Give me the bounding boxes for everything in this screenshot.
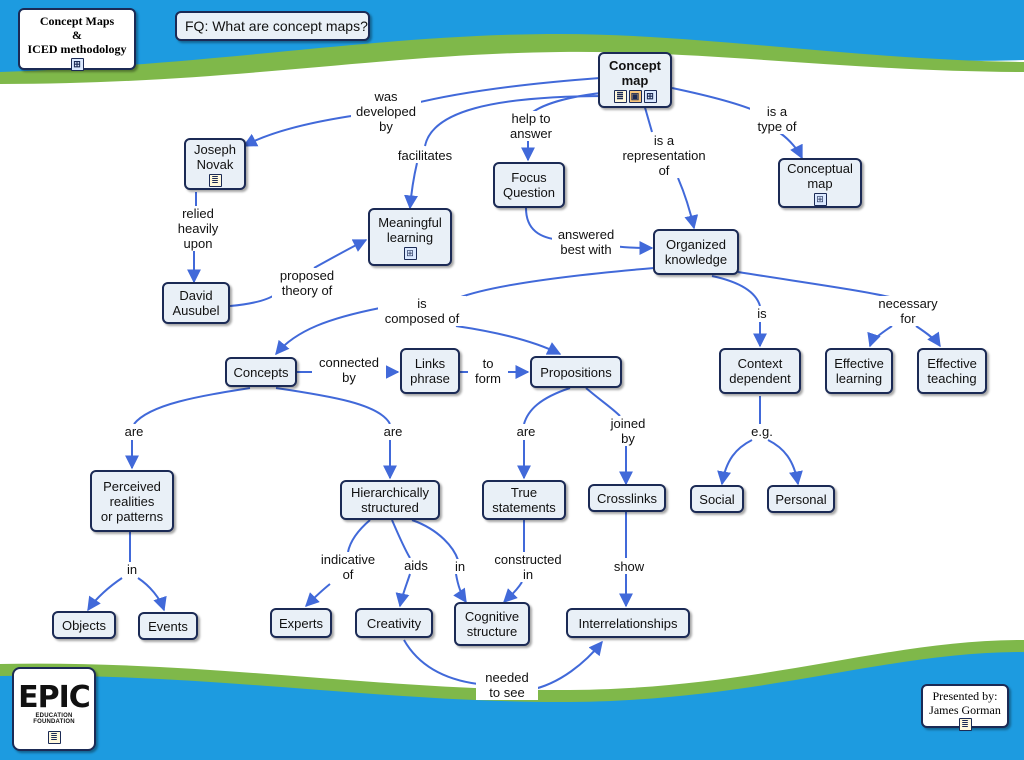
node-focus-question[interactable]: Focus Question xyxy=(493,162,565,208)
link-label: are xyxy=(510,424,542,439)
submap-icon[interactable]: ⊞ xyxy=(643,89,657,103)
link-label: is composed of xyxy=(378,296,466,326)
link-label: e.g. xyxy=(744,424,780,439)
node-joseph-novak[interactable]: Joseph Novak ≣ xyxy=(184,138,246,190)
document-icon[interactable]: ≣ xyxy=(47,731,61,744)
node-concepts[interactable]: Concepts xyxy=(225,357,297,387)
link-label: is a type of xyxy=(750,104,804,134)
link-label: help to answer xyxy=(503,111,559,141)
submap-icon[interactable]: ⊞ xyxy=(813,192,827,206)
logo-text: EPIC xyxy=(18,680,91,715)
node-effective-learning[interactable]: Effective learning xyxy=(825,348,893,394)
title-line-1: Concept Maps xyxy=(39,14,115,28)
node-objects[interactable]: Objects xyxy=(52,611,116,639)
link-label: facilitates xyxy=(390,148,460,163)
node-experts[interactable]: Experts xyxy=(270,608,332,638)
node-david-ausubel[interactable]: David Ausubel xyxy=(162,282,230,324)
link-label: was developed by xyxy=(351,89,421,134)
link-label: necessary for xyxy=(872,296,944,326)
focus-question-box: FQ: What are concept maps? xyxy=(175,11,370,41)
node-perceived-realities[interactable]: Perceived realities or patterns xyxy=(90,470,174,532)
link-label: to form xyxy=(468,356,508,386)
link-label: answered best with xyxy=(552,227,620,257)
logo-subtitle: EDUCATION FOUNDATION xyxy=(33,713,75,725)
node-interrelationships[interactable]: Interrelationships xyxy=(566,608,690,638)
node-concept-map[interactable]: Concept map ≣ ▣ ⊞ xyxy=(598,52,672,108)
title-line-2: & xyxy=(72,28,82,42)
link-label: needed to see xyxy=(476,670,538,700)
link-label: is xyxy=(750,306,774,321)
link-label: show xyxy=(608,559,650,574)
link-label: aids xyxy=(398,558,434,573)
link-label: joined by xyxy=(602,416,654,446)
node-true-statements[interactable]: True statements xyxy=(482,480,566,520)
node-propositions[interactable]: Propositions xyxy=(530,356,622,388)
link-label: are xyxy=(118,424,150,439)
presenter-name: James Gorman xyxy=(929,703,1001,717)
node-context-dependent[interactable]: Context dependent xyxy=(719,348,801,394)
node-conceptual-map[interactable]: Conceptual map ⊞ xyxy=(778,158,862,208)
node-creativity[interactable]: Creativity xyxy=(355,608,433,638)
node-cognitive-structure[interactable]: Cognitive structure xyxy=(454,602,530,646)
node-social[interactable]: Social xyxy=(690,485,744,513)
link-label: indicative of xyxy=(312,552,384,582)
link-label: in xyxy=(448,559,472,574)
node-meaningful-learning[interactable]: Meaningful learning ⊞ xyxy=(368,208,452,266)
title-box: Concept Maps & ICED methodology ⊞ xyxy=(18,8,136,71)
node-links-phrase[interactable]: Links phrase xyxy=(400,348,460,394)
link-label: constructed in xyxy=(486,552,570,582)
link-label: connected by xyxy=(312,355,386,385)
node-personal[interactable]: Personal xyxy=(767,485,835,513)
epic-logo: EPIC EDUCATION FOUNDATION ≣ xyxy=(12,667,96,751)
document-icon[interactable]: ≣ xyxy=(958,718,972,731)
link-label: proposed theory of xyxy=(272,268,342,298)
link-label: are xyxy=(377,424,409,439)
link-label: is a representation of xyxy=(614,133,714,178)
document-icon[interactable]: ≣ xyxy=(613,89,627,103)
document-icon[interactable]: ≣ xyxy=(208,173,222,187)
node-events[interactable]: Events xyxy=(138,612,198,640)
node-effective-teaching[interactable]: Effective teaching xyxy=(917,348,987,394)
presenter-box: Presented by: James Gorman ≣ xyxy=(921,684,1009,731)
node-organized-knowledge[interactable]: Organized knowledge xyxy=(653,229,739,275)
title-line-3: ICED methodology xyxy=(27,42,127,56)
presenter-line-1: Presented by: xyxy=(932,689,998,703)
submap-icon[interactable]: ⊞ xyxy=(403,246,417,260)
node-crosslinks[interactable]: Crosslinks xyxy=(588,484,666,512)
link-label: in xyxy=(120,562,144,577)
image-icon[interactable]: ▣ xyxy=(628,89,642,103)
node-hierarchically-structured[interactable]: Hierarchically structured xyxy=(340,480,440,520)
submap-icon[interactable]: ⊞ xyxy=(70,58,84,71)
link-label: relied heavily upon xyxy=(168,206,228,251)
